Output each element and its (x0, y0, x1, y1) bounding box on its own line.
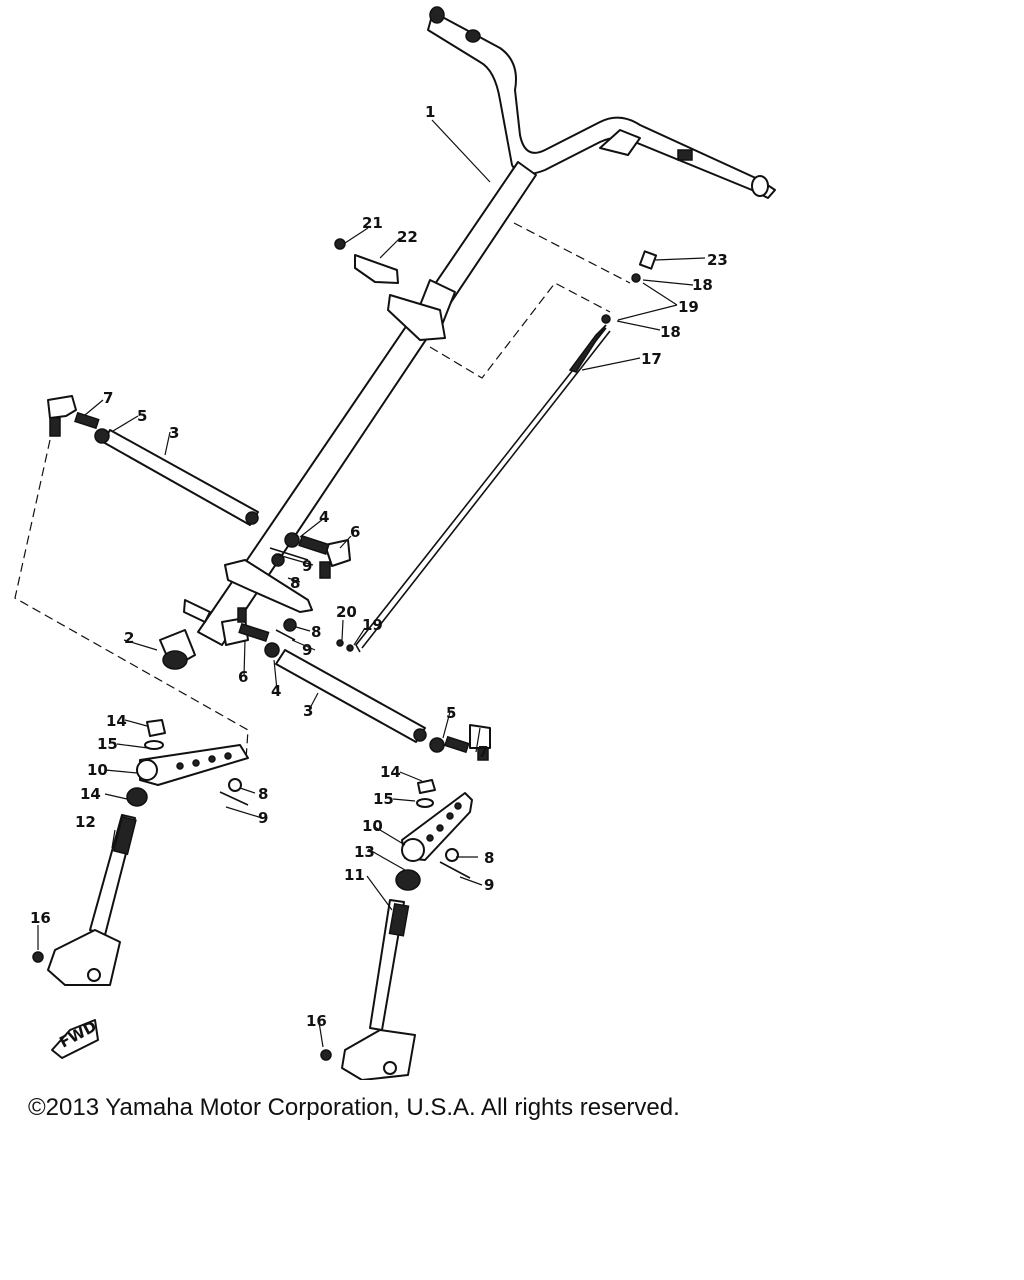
cable-rod[interactable] (355, 324, 611, 653)
label-part-3-lower: 3 (303, 702, 313, 720)
label-part-13: 13 (354, 843, 375, 861)
steering-parts-diagram: FWD 1 21 22 23 18 19 18 17 7 5 3 4 6 9 8 (14, 6, 776, 1080)
label-part-9-mid: 9 (302, 641, 312, 659)
label-part-9-upper: 9 (302, 557, 312, 575)
label-part-15-left: 15 (97, 735, 118, 753)
pin-washer[interactable] (336, 639, 354, 652)
label-part-6-lower: 6 (238, 668, 248, 686)
fwd-arrow: FWD (51, 1017, 100, 1059)
spindle-left[interactable] (32, 814, 137, 986)
label-part-22: 22 (397, 228, 418, 246)
label-part-11: 11 (344, 866, 365, 884)
clip[interactable] (601, 273, 641, 324)
label-part-6-upper: 6 (350, 523, 360, 541)
label-part-8-right: 8 (484, 849, 494, 867)
pivot-plate[interactable] (183, 532, 351, 658)
label-part-12: 12 (75, 813, 96, 831)
bushing[interactable] (159, 629, 196, 670)
tie-rod-lower[interactable] (275, 649, 491, 761)
label-part-8-mid: 8 (311, 623, 321, 641)
label-part-8-upper: 8 (290, 574, 300, 592)
label-part-14-left-top: 14 (106, 712, 127, 730)
steering-arm-left[interactable] (126, 719, 249, 807)
label-part-9-left: 9 (258, 809, 268, 827)
label-part-5-lower: 5 (446, 704, 456, 722)
tie-rod-upper[interactable] (47, 395, 259, 526)
label-part-10-left: 10 (87, 761, 108, 779)
cap[interactable] (638, 250, 658, 270)
steering-arm-right[interactable] (395, 779, 473, 891)
label-part-14-left-bottom: 14 (80, 785, 101, 803)
label-part-16-right: 16 (306, 1012, 327, 1030)
handlebar[interactable] (427, 6, 776, 199)
label-part-19-upper: 19 (678, 298, 699, 316)
label-part-2: 2 (124, 629, 134, 647)
label-part-17: 17 (641, 350, 662, 368)
steering-column[interactable] (197, 161, 537, 646)
label-part-19-lower: 19 (362, 616, 383, 634)
label-part-4-upper: 4 (319, 508, 329, 526)
label-part-5-upper: 5 (137, 407, 147, 425)
label-part-7-lower: 7 (478, 743, 488, 761)
label-part-20: 20 (336, 603, 357, 621)
label-part-16-left: 16 (30, 909, 51, 927)
callout-labels: 1 21 22 23 18 19 18 17 7 5 3 4 6 9 8 8 9… (30, 103, 728, 1030)
label-part-23: 23 (707, 251, 728, 269)
label-part-8-left: 8 (258, 785, 268, 803)
label-part-4-lower: 4 (271, 682, 281, 700)
assembly-line (14, 439, 249, 761)
label-part-1: 1 (425, 103, 435, 121)
copyright-notice: ©2013 Yamaha Motor Corporation, U.S.A. A… (28, 1094, 680, 1121)
label-part-18-upper: 18 (692, 276, 713, 294)
label-part-10-right: 10 (362, 817, 383, 835)
label-part-9-right: 9 (484, 876, 494, 894)
label-part-3-upper: 3 (169, 424, 179, 442)
label-part-21: 21 (362, 214, 383, 232)
assembly-line (429, 222, 631, 379)
label-part-15-right: 15 (373, 790, 394, 808)
spindle-right[interactable] (320, 899, 416, 1080)
leader-lines (37, 119, 706, 1048)
bracket[interactable] (334, 238, 446, 341)
label-part-7-upper: 7 (103, 389, 113, 407)
label-part-18-lower: 18 (660, 323, 681, 341)
label-part-14-right: 14 (380, 763, 401, 781)
